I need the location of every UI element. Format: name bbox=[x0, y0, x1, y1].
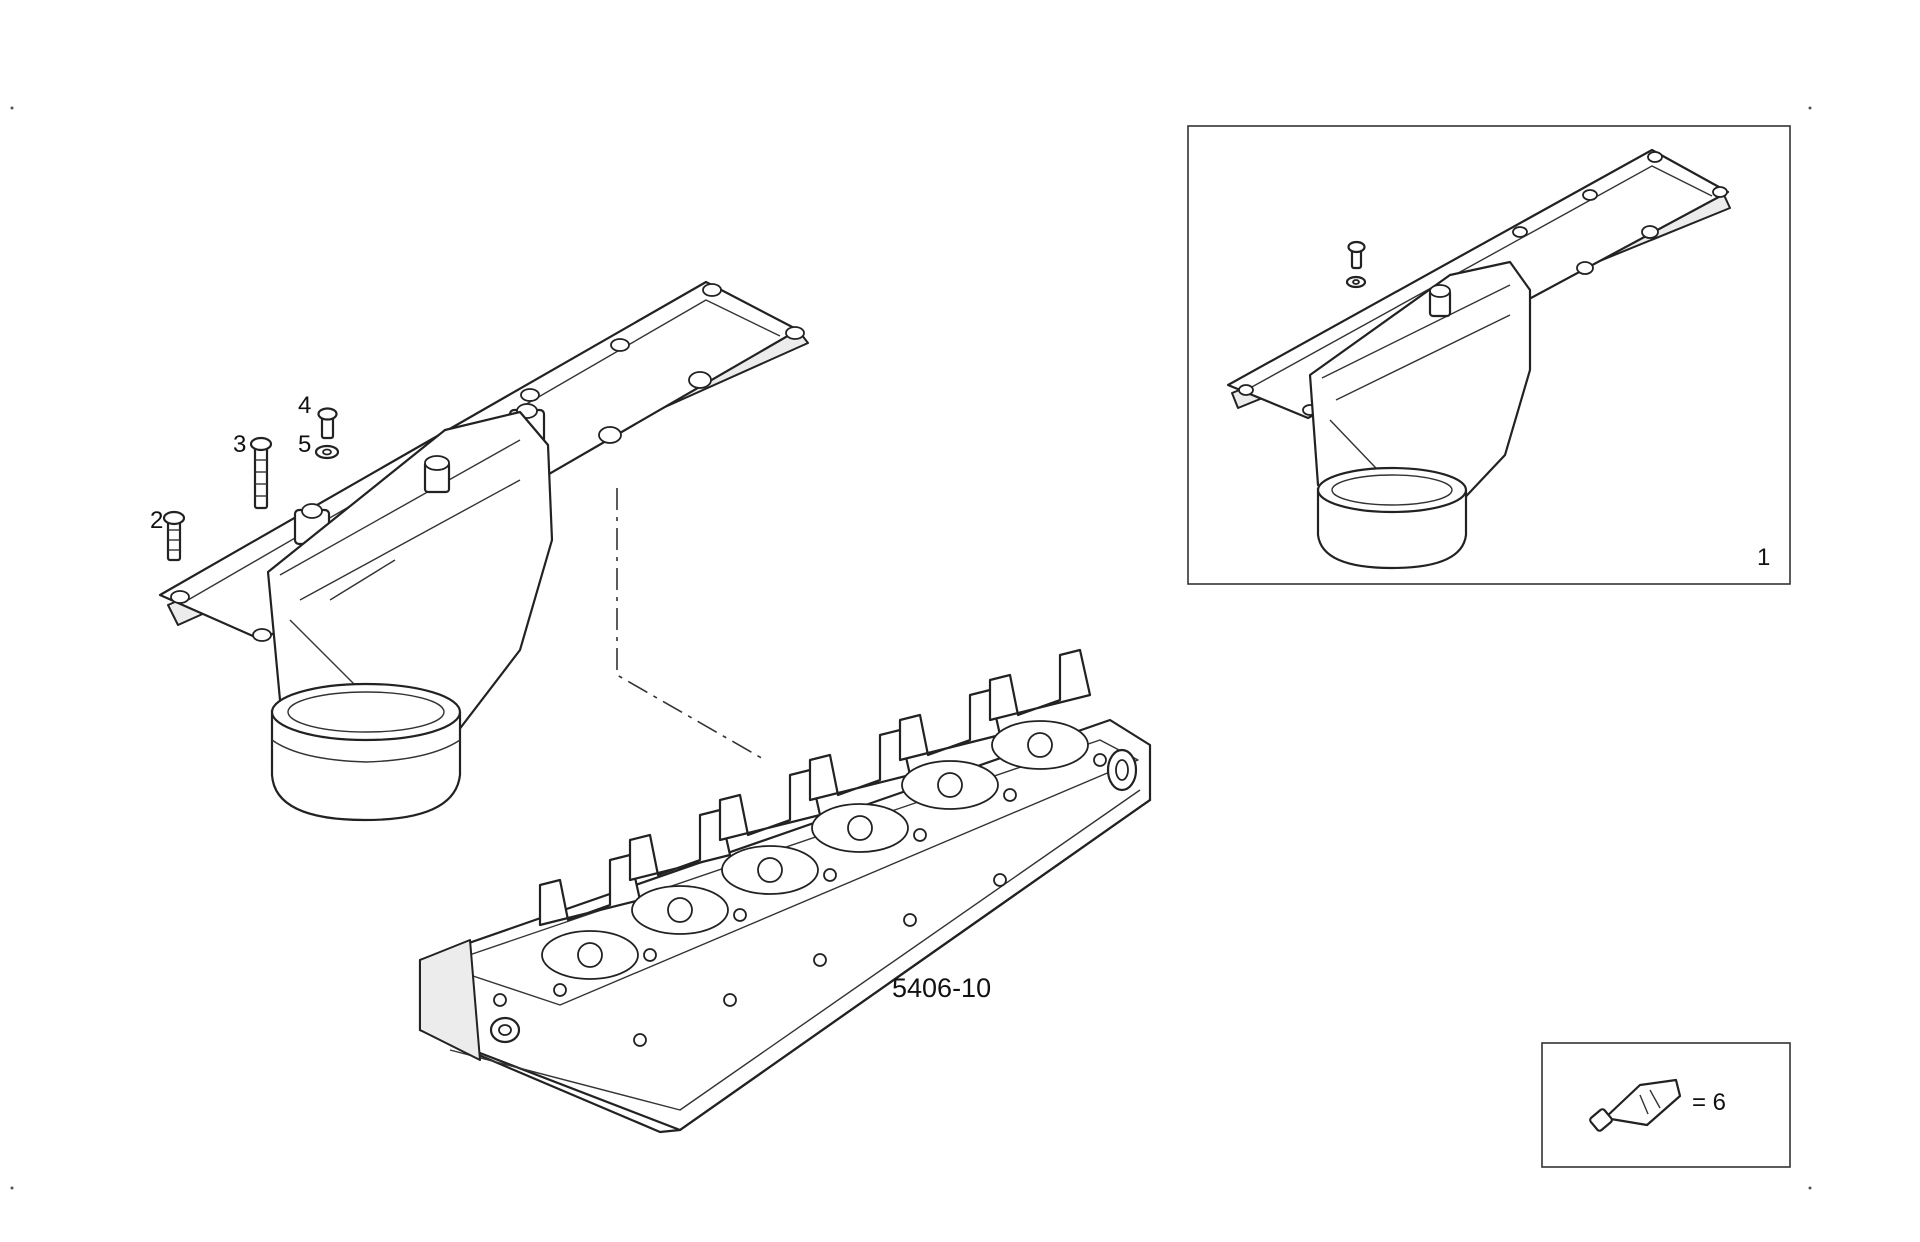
bolt-3 bbox=[249, 436, 273, 510]
callout-4: 4 bbox=[298, 392, 311, 419]
registration-marks bbox=[10, 106, 1812, 1190]
washer-5 bbox=[314, 444, 340, 460]
bolt-2 bbox=[162, 510, 186, 562]
callout-5: 5 bbox=[298, 431, 311, 458]
cylinder-head bbox=[418, 648, 1152, 1134]
callout-2: 2 bbox=[150, 507, 163, 534]
head-bolt-holes bbox=[493, 753, 1107, 1047]
cylinder-ports bbox=[538, 648, 1092, 980]
callout-1: 1 bbox=[1757, 544, 1770, 571]
callout-3: 3 bbox=[233, 431, 246, 458]
assembly-inset bbox=[1187, 125, 1791, 585]
alignment-line bbox=[616, 488, 766, 761]
reference-code: 5406-10 bbox=[892, 973, 991, 1003]
exhaust-manifold-main bbox=[158, 280, 809, 822]
legend-text: = 6 bbox=[1692, 1089, 1726, 1116]
bolt-4 bbox=[317, 407, 338, 440]
sealant-tube-icon bbox=[1589, 1078, 1682, 1132]
legend-box: = 6 bbox=[1541, 1042, 1791, 1168]
